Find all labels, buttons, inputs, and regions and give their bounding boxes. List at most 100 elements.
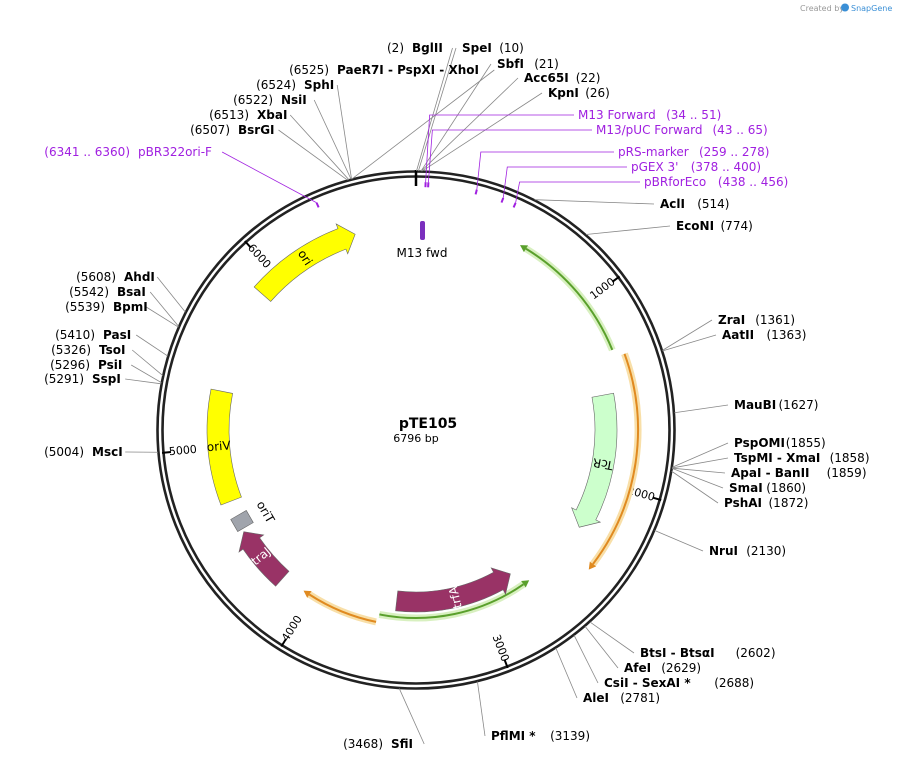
- bglii-site-leader: [416, 47, 453, 172]
- pflmi-site[interactable]: PflMI *(3139): [477, 681, 590, 743]
- pbrforeco-primer-range: (438 .. 456): [718, 175, 788, 189]
- tsoi-site-leader: [131, 349, 164, 376]
- spei-site-position: (10): [499, 41, 524, 55]
- prs-marker-primer-name: pRS-marker: [618, 145, 689, 159]
- econi-site-name: EcoNI: [676, 219, 714, 233]
- pshai-site[interactable]: PshAI(1872): [671, 470, 809, 510]
- sfii-site-position: (3468): [343, 737, 383, 751]
- ahdi-site[interactable]: AhdI(5608): [76, 270, 186, 313]
- sphi-site-position: (6524): [256, 78, 296, 92]
- tsoi-site[interactable]: TsoI(5326): [51, 343, 164, 376]
- pbr322ori-f-primer-range: (6341 .. 6360): [44, 145, 130, 159]
- apai-banii-site[interactable]: ApaI - BanII(1859): [672, 466, 867, 480]
- kpni-site-leader: [422, 92, 543, 172]
- orit-feature[interactable]: [230, 510, 254, 532]
- pasi-site-leader: [135, 334, 168, 357]
- sspi-site-position: (5291): [44, 372, 84, 386]
- sphi-site-leader: [336, 84, 352, 180]
- pflmi-site-leader: [477, 681, 486, 737]
- trfa-feature[interactable]: [395, 567, 511, 613]
- bsai-site-position: (5542): [69, 285, 109, 299]
- alei-site[interactable]: AleI(2781): [555, 647, 660, 705]
- pgex-3-primer[interactable]: pGEX 3'(378 .. 400): [500, 160, 762, 203]
- ori-feature[interactable]: [253, 223, 356, 302]
- nrui-site[interactable]: NruI(2130): [654, 530, 786, 558]
- traj-feature[interactable]: [238, 531, 290, 587]
- trfa-feature-label: trfA: [446, 584, 465, 609]
- acli-site[interactable]: AclI(514): [534, 197, 730, 211]
- spei-site[interactable]: SpeI (10): [418, 41, 524, 172]
- kpni-site-name: KpnI: [548, 86, 579, 100]
- sfii-site-leader: [398, 688, 425, 745]
- spei-site-name: SpeI: [462, 41, 492, 55]
- tspmi-xmai-site[interactable]: TspMI - XmaI(1858): [672, 451, 870, 469]
- btsi-bts-i-site-leader: [589, 621, 635, 654]
- psii-site[interactable]: PsiI(5296): [50, 358, 162, 383]
- sbfi-site-name: SbfI: [497, 57, 524, 71]
- pbr322ori-f-primer[interactable]: pBR322ori-F(6341 .. 6360): [44, 145, 320, 208]
- acli-site-name: AclI: [660, 197, 685, 211]
- maubi-site[interactable]: MauBI(1627): [674, 398, 819, 414]
- sspi-site-leader: [125, 378, 162, 385]
- sspi-site[interactable]: SspI(5291): [44, 372, 162, 386]
- tick-label: 3000: [490, 633, 512, 664]
- acc65i-site[interactable]: Acc65I(22): [420, 71, 600, 172]
- green-orf-halo: [524, 245, 616, 352]
- nsii-site[interactable]: NsiI(6522): [233, 93, 352, 180]
- econi-site-position: (774): [721, 219, 753, 233]
- acc65i-site-leader: [420, 77, 519, 172]
- pasi-site[interactable]: PasI(5410): [55, 328, 168, 357]
- afei-site[interactable]: AfeI(2629): [584, 626, 701, 675]
- oriv-feature[interactable]: [206, 388, 242, 506]
- msci-site[interactable]: MscI(5004): [44, 445, 158, 459]
- aatii-site[interactable]: AatII(1363): [662, 328, 807, 352]
- tspmi-xmai-site-position: (1858): [830, 451, 870, 465]
- tick-mark: [280, 638, 287, 648]
- m13-forward-primer-name: M13 Forward: [578, 108, 656, 122]
- xbai-site[interactable]: XbaI(6513): [209, 108, 350, 181]
- kpni-site[interactable]: KpnI(26): [422, 86, 610, 172]
- zrai-site[interactable]: ZraI(1361): [662, 313, 795, 351]
- paer7i-pspxi-xhoi-site[interactable]: PaeR7I - PspXI - XhoI(6525): [289, 63, 495, 180]
- maubi-site-position: (1627): [779, 398, 819, 412]
- csii-sexai-site[interactable]: CsiI - SexAI *(2688): [573, 634, 754, 690]
- bpmi-site[interactable]: BpmI(5539): [65, 300, 179, 328]
- tcr-feature[interactable]: [571, 392, 618, 528]
- econi-site[interactable]: EcoNI (774): [585, 219, 753, 235]
- pshai-site-position: (1872): [769, 496, 809, 510]
- m13-forward-primer[interactable]: M13 Forward(34 .. 51): [424, 108, 721, 188]
- bsai-site[interactable]: BsaI(5542): [69, 285, 179, 327]
- prs-marker-primer-leader: [476, 151, 614, 190]
- tick-label: 6000: [245, 241, 273, 270]
- pbr322ori-f-primer-mark: [315, 202, 320, 208]
- prs-marker-primer-range: (259 .. 278): [699, 145, 769, 159]
- btsi-bts-i-site[interactable]: BtsI - BtsαI(2602): [589, 621, 776, 660]
- pspomi-site-position: (1855): [786, 436, 826, 450]
- m13-fwd-feature[interactable]: [420, 221, 425, 240]
- zrai-site-name: ZraI: [718, 313, 745, 327]
- pbr322ori-f-primer-leader: [221, 151, 317, 204]
- ahdi-site-position: (5608): [76, 270, 116, 284]
- m13-forward-primer-leader: [425, 114, 574, 183]
- msci-site-position: (5004): [44, 445, 84, 459]
- m13-puc-forward-primer[interactable]: M13/pUC Forward(43 .. 65): [427, 123, 768, 188]
- psii-site-position: (5296): [50, 358, 90, 372]
- prs-marker-primer[interactable]: pRS-marker (259 .. 278): [474, 145, 770, 195]
- pspomi-site[interactable]: PspOMI(1855): [672, 436, 826, 468]
- bsrgi-site[interactable]: BsrGI(6507): [190, 123, 348, 181]
- tsoi-site-position: (5326): [51, 343, 91, 357]
- green-orf-arrowhead: [521, 580, 530, 588]
- smai-site[interactable]: SmaI(1860): [671, 468, 806, 495]
- psii-site-leader: [130, 364, 162, 383]
- bglii-site[interactable]: BglII(2): [387, 41, 453, 172]
- sphi-site[interactable]: SphI (6524): [256, 78, 352, 180]
- pbrforeco-primer[interactable]: pBRforEco(438 .. 456): [512, 175, 789, 208]
- pgex-3-primer-mark: [500, 197, 505, 203]
- nsii-site-name: NsiI: [281, 93, 307, 107]
- pbrforeco-primer-mark: [512, 202, 517, 208]
- csii-sexai-site-name: CsiI - SexAI *: [604, 676, 691, 690]
- green-orf-arrowhead: [520, 245, 529, 253]
- sphi-site-name: SphI: [304, 78, 334, 92]
- sfii-site[interactable]: SfiI(3468): [343, 688, 425, 751]
- snapgene-logo-icon: [841, 3, 849, 12]
